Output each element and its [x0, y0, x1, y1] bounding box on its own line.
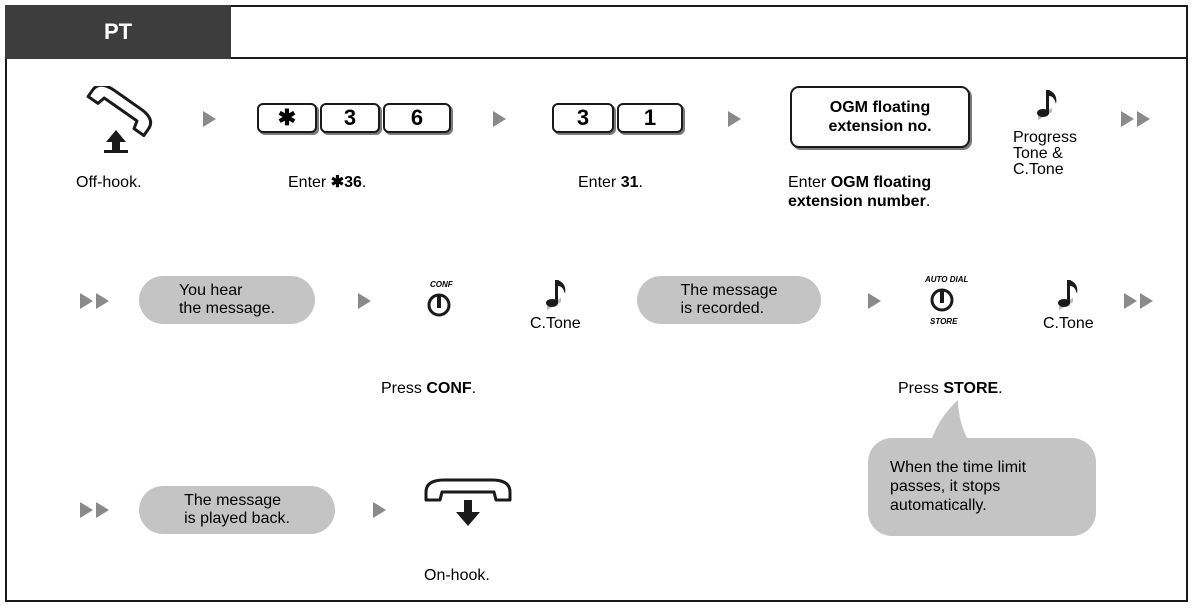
music-note-icon [546, 280, 566, 310]
header-bar [5, 5, 1188, 59]
store-label-small: STORE [930, 317, 958, 326]
label-press-conf: Press CONF. [381, 380, 477, 397]
conf-label-small: CONF [430, 280, 453, 289]
pt-tab: PT [5, 5, 231, 59]
arrow-3 [728, 111, 741, 127]
callout-pointer [930, 400, 970, 444]
bubble-played-back: The message is played back. [139, 486, 335, 534]
autodial-label-small: AUTO DIAL [925, 275, 969, 284]
label-enter-ogm-line2: extension number. [788, 193, 931, 210]
label-enter-36: Enter ✱36. [288, 174, 367, 191]
key-3b: 3 [552, 103, 614, 133]
ogm-extension-box: OGM floating extension no. [790, 86, 970, 148]
conf-button-icon [427, 293, 451, 317]
key-3: 3 [320, 103, 380, 133]
label-enter-ogm: Enter OGM floating [788, 174, 932, 191]
label-offhook: Off-hook. [76, 174, 142, 191]
arrow-1 [203, 111, 216, 127]
key-6: 6 [383, 103, 451, 133]
arrow-5 [868, 293, 881, 309]
tone-label-ctone-1: C.Tone [530, 315, 581, 332]
autodial-store-button-icon [930, 288, 954, 312]
arrow-4 [358, 293, 371, 309]
onhook-handset-icon [424, 478, 512, 526]
key-star: ✱ [257, 103, 317, 133]
diagram-frame [5, 5, 1188, 602]
tone-label-ctone-2: C.Tone [1043, 315, 1094, 332]
time-limit-callout: When the time limit passes, it stops aut… [868, 438, 1096, 536]
double-arrow-2 [80, 293, 112, 309]
double-arrow-3 [1124, 293, 1156, 309]
bubble-recorded: The message is recorded. [637, 276, 821, 324]
arrow-6 [373, 502, 386, 518]
label-press-store: Press STORE. [898, 380, 1003, 397]
double-arrow-4 [80, 502, 112, 518]
offhook-handset-icon [86, 86, 153, 153]
music-note-icon [1037, 90, 1057, 120]
label-onhook: On-hook. [424, 567, 490, 584]
music-note-icon [1058, 280, 1078, 310]
arrow-2 [493, 111, 506, 127]
label-enter-31: Enter 31. [578, 174, 643, 191]
bubble-you-hear: You hear the message. [139, 276, 315, 324]
double-arrow-1 [1121, 111, 1153, 127]
key-1: 1 [617, 103, 683, 133]
tone-label-progress: Progress Tone & C.Tone [1013, 129, 1078, 178]
